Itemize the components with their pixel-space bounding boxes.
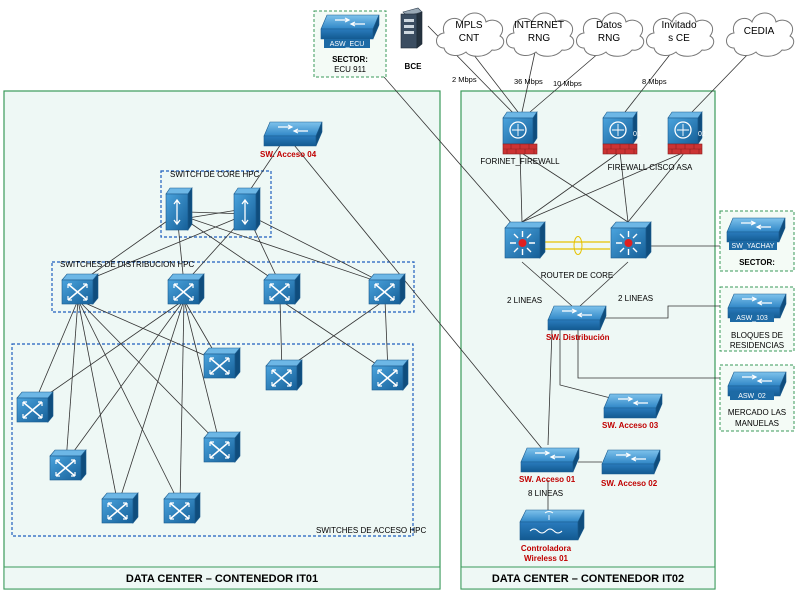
cloud-invitados-line2: s CE [668, 33, 690, 44]
firewall-asa-02[interactable] [667, 111, 703, 155]
container-it01-title-bar [3, 566, 441, 590]
cloud-datos-line1: Datos [596, 20, 622, 31]
firewall-cisco-asa-label: FIREWALL CISCO ASA [608, 163, 693, 172]
mercado-label-2: MANUELAS [735, 419, 779, 428]
container-it02-title-bar [460, 566, 716, 590]
group-dist-hpc [51, 261, 415, 313]
access-hpc-switch-3[interactable] [371, 359, 409, 391]
cloud-cedia-line1: CEDIA [744, 26, 775, 37]
bloques-label-2: RESIDENCIAS [730, 341, 784, 350]
sw-acceso-02-label: SW. Acceso 02 [601, 479, 658, 488]
router-core-label: ROUTER DE CORE [541, 271, 613, 280]
dist-hpc-switch-3[interactable] [263, 273, 301, 305]
container-it02-title: DATA CENTER – CONTENEDOR IT02 [492, 573, 684, 585]
asw-ecu-label-bg [324, 39, 370, 48]
group-core-hpc [160, 170, 272, 238]
router-core-1[interactable] [504, 221, 546, 259]
container-it01-title: DATA CENTER – CONTENEDOR IT01 [126, 573, 318, 585]
firewall-asa-01-num: 01 [633, 131, 641, 138]
access-hpc-switch-1[interactable] [203, 347, 241, 379]
sw-acceso-04-label: SW. Acceso 04 [260, 150, 317, 159]
bloques-label-1: BLOQUES DE [731, 331, 783, 340]
lineas-8-label: 8 LINEAS [528, 489, 563, 498]
cloud-internet-line2: RNG [528, 33, 550, 44]
sector-ecu-label-1: SECTOR: [332, 55, 368, 64]
sw-yachay-switch[interactable] [726, 217, 786, 243]
sw-acceso-04[interactable] [263, 121, 323, 147]
sw-yachay-label-bg [729, 241, 777, 250]
sw-acceso-01[interactable] [520, 447, 580, 473]
asw-ecu-label: ASW_ECU [330, 41, 365, 48]
access-hpc-switch-6[interactable] [49, 449, 87, 481]
firewall-asa-02-num: 02 [698, 131, 706, 138]
speed-datos: 10 Mbps [553, 79, 582, 88]
asw-ecu-switch[interactable] [320, 14, 380, 40]
group-core-hpc-label: SWITCH DE CORE HPC [170, 170, 260, 179]
access-hpc-switch-5[interactable] [203, 431, 241, 463]
access-hpc-switch-7[interactable] [101, 492, 139, 524]
connection-lines [33, 25, 751, 510]
bce-label: BCE [405, 62, 423, 71]
speed-internet: 36 Mbps [514, 77, 543, 86]
core-hpc-switch-2[interactable] [233, 187, 261, 231]
router-core-2[interactable] [610, 221, 652, 259]
dist-hpc-switch-2[interactable] [167, 273, 205, 305]
sw-acceso-01-label: SW. Acceso 01 [519, 475, 576, 484]
asw-02-label: ASW_02 [738, 393, 766, 400]
core-hpc-switch-1[interactable] [165, 187, 193, 231]
forinet-firewall-label: FORINET_FIREWALL [480, 157, 560, 166]
sector-yachay-label: SECTOR: [739, 258, 775, 267]
cloud-invitados-line1: Invitado [661, 20, 696, 31]
bce-server-icon[interactable] [400, 7, 423, 49]
sw-distribucion[interactable] [547, 305, 607, 331]
access-hpc-switch-4[interactable] [16, 391, 54, 423]
sw-distribucion-label: SW. Distribución [546, 333, 610, 342]
cloud-mpls-line2: CNT [459, 33, 480, 44]
dist-hpc-switch-1[interactable] [61, 273, 99, 305]
cloud-datos-line2: RNG [598, 33, 620, 44]
lineas-left-label: 2 LINEAS [507, 296, 542, 305]
asw-02-label-bg [730, 391, 774, 400]
group-access-hpc [11, 343, 414, 537]
controladora-label-1: Controladora [521, 544, 572, 553]
cloud-mpls-line1: MPLS [455, 20, 483, 31]
speed-mpls: 2 Mbps [452, 75, 477, 84]
sw-acceso-03-label: SW. Acceso 03 [602, 421, 659, 430]
asw-103-label: ASW_103 [736, 315, 768, 322]
router-core-link [542, 236, 610, 255]
access-hpc-switch-8[interactable] [163, 492, 201, 524]
sw-acceso-02[interactable] [601, 449, 661, 475]
mercado-label-1: MERCADO LAS [728, 408, 786, 417]
access-hpc-switch-2[interactable] [265, 359, 303, 391]
asw-103-label-bg [730, 313, 774, 322]
speed-invitados: 8 Mbps [642, 77, 667, 86]
cloud-internet-line1: INTERNET [514, 20, 564, 31]
forinet-firewall[interactable] [502, 111, 538, 155]
group-access-hpc-label: SWITCHES DE ACCESO HPC [316, 526, 426, 535]
controladora-label-2: Wireless 01 [524, 554, 569, 563]
sw-acceso-03[interactable] [603, 393, 663, 419]
wireless-controller[interactable] [519, 509, 585, 541]
sw-yachay-label: SW_YACHAY [732, 243, 775, 250]
group-dist-hpc-label: SWITCHES DE DISTRIBUCION HPC [60, 260, 194, 269]
container-it02 [460, 90, 716, 590]
dist-hpc-switch-4[interactable] [368, 273, 406, 305]
lineas-right-label: 2 LINEAS [618, 294, 653, 303]
sector-ecu-label-2: ECU 911 [334, 65, 366, 74]
firewall-asa-01[interactable] [602, 111, 638, 155]
container-it01 [3, 90, 441, 590]
